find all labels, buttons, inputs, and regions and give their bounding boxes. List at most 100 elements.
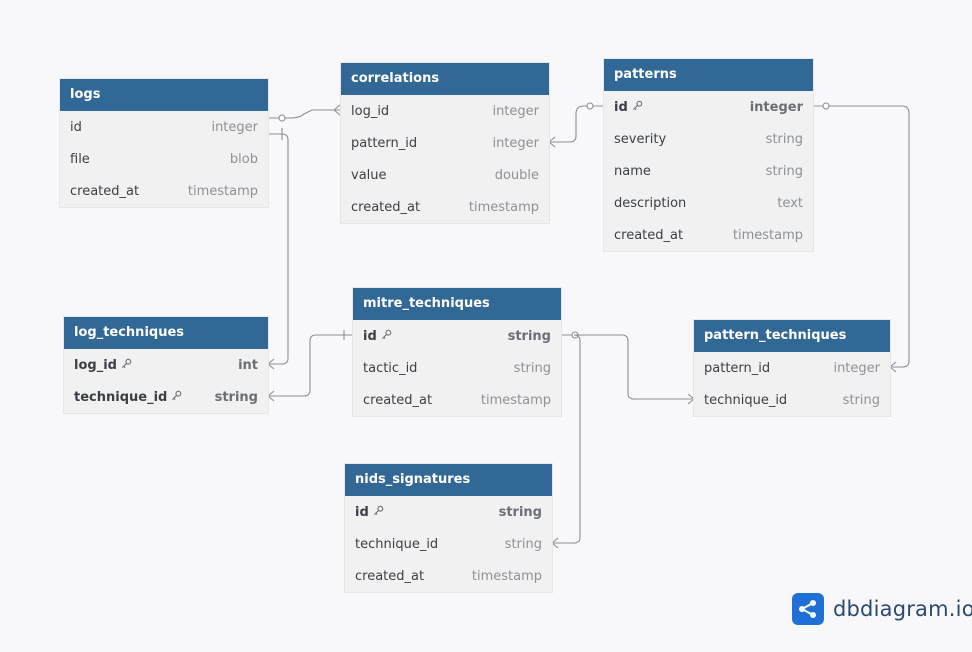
dbdiagram-logo-icon — [792, 593, 824, 625]
table-field-row[interactable]: technique_id string — [345, 528, 552, 560]
field-name-text: technique_id — [74, 389, 168, 405]
field-type: string — [214, 389, 258, 405]
field-name-text: tactic_id — [363, 360, 418, 376]
field-name: id — [70, 120, 82, 135]
field-name-text: id — [355, 504, 369, 520]
brand[interactable]: dbdiagram.io — [792, 593, 972, 625]
field-type: blob — [229, 151, 258, 167]
field-name: id — [363, 329, 392, 344]
table-field-row[interactable]: created_at timestamp — [345, 560, 552, 592]
field-type: string — [504, 536, 542, 552]
field-type: string — [507, 328, 551, 344]
table-field-row[interactable]: log_id integer — [341, 95, 549, 127]
field-name-text: technique_id — [355, 536, 439, 552]
table-header[interactable]: log_techniques — [64, 317, 268, 349]
field-name: tactic_id — [363, 361, 417, 376]
field-name-text: pattern_id — [351, 135, 418, 151]
table-field-row[interactable]: pattern_id integer — [694, 352, 890, 384]
table-field-row[interactable]: technique_id string — [64, 381, 268, 413]
field-name: severity — [614, 132, 666, 147]
table-header[interactable]: nids_signatures — [345, 464, 552, 496]
field-name: technique_id — [74, 390, 182, 405]
field-name-text: technique_id — [704, 392, 788, 408]
field-type: string — [842, 392, 880, 408]
table-header[interactable]: mitre_techniques — [353, 288, 561, 320]
field-type: integer — [749, 99, 803, 115]
table-field-row[interactable]: value double — [341, 159, 549, 191]
field-name: created_at — [355, 569, 424, 584]
field-name-text: id — [363, 328, 377, 344]
field-type: timestamp — [471, 568, 542, 584]
table-pattern-techniques[interactable]: pattern_techniques pattern_id integer techn… — [694, 320, 890, 416]
primary-key-icon — [171, 390, 182, 405]
table-header[interactable]: correlations — [341, 63, 549, 95]
primary-key-icon — [121, 358, 132, 373]
table-field-row[interactable]: id string — [353, 320, 561, 352]
field-name: technique_id — [355, 537, 438, 552]
field-type: integer — [833, 360, 880, 376]
table-header[interactable]: patterns — [604, 59, 813, 91]
field-type: string — [498, 504, 542, 520]
field-name: created_at — [363, 393, 432, 408]
field-type: string — [765, 163, 803, 179]
primary-key-icon — [632, 100, 643, 115]
table-field-row[interactable]: name string — [604, 155, 813, 187]
field-name-text: severity — [614, 131, 667, 147]
field-name-text: file — [70, 151, 90, 167]
field-name: file — [70, 152, 90, 167]
table-field-row[interactable]: file blob — [60, 143, 268, 175]
primary-key-icon — [381, 329, 392, 344]
table-field-row[interactable]: created_at timestamp — [353, 384, 561, 416]
table-header[interactable]: pattern_techniques — [694, 320, 890, 352]
field-name: id — [614, 100, 643, 115]
table-header[interactable]: logs — [60, 79, 268, 111]
field-name-text: created_at — [355, 568, 425, 584]
link-logs-correlations — [268, 109, 340, 119]
field-type: integer — [492, 135, 539, 151]
field-type: string — [513, 360, 551, 376]
table-patterns[interactable]: patterns id integer severity string name strin… — [604, 59, 813, 251]
field-type: timestamp — [480, 392, 551, 408]
brand-name: dbdiagram.io — [833, 597, 972, 621]
field-name-text: id — [614, 99, 628, 115]
field-type: integer — [492, 103, 539, 119]
table-field-row[interactable]: tactic_id string — [353, 352, 561, 384]
field-name-text: created_at — [363, 392, 433, 408]
field-type: int — [238, 357, 258, 373]
field-name: pattern_id — [351, 136, 417, 151]
field-name-text: id — [70, 119, 82, 135]
field-name: created_at — [70, 184, 139, 199]
table-field-row[interactable]: description text — [604, 187, 813, 219]
field-name-text: created_at — [351, 199, 421, 215]
link-patterns-correlations — [549, 105, 604, 143]
table-field-row[interactable]: id string — [345, 496, 552, 528]
field-type: text — [777, 195, 803, 211]
field-name: name — [614, 164, 651, 179]
table-field-row[interactable]: technique_id string — [694, 384, 890, 416]
field-name: value — [351, 168, 387, 183]
link-mitre-patterntechniques — [561, 334, 694, 400]
link-mitre-logtechniques — [268, 334, 352, 397]
field-type: double — [494, 167, 539, 183]
table-field-row[interactable]: pattern_id integer — [341, 127, 549, 159]
field-name: log_id — [351, 104, 389, 119]
field-name-text: pattern_id — [704, 360, 771, 376]
field-type: string — [765, 131, 803, 147]
field-name: created_at — [351, 200, 420, 215]
table-field-row[interactable]: id integer — [604, 91, 813, 123]
table-field-row[interactable]: severity string — [604, 123, 813, 155]
field-name-text: description — [614, 195, 687, 211]
field-name: id — [355, 505, 384, 520]
field-name-text: created_at — [70, 183, 140, 199]
